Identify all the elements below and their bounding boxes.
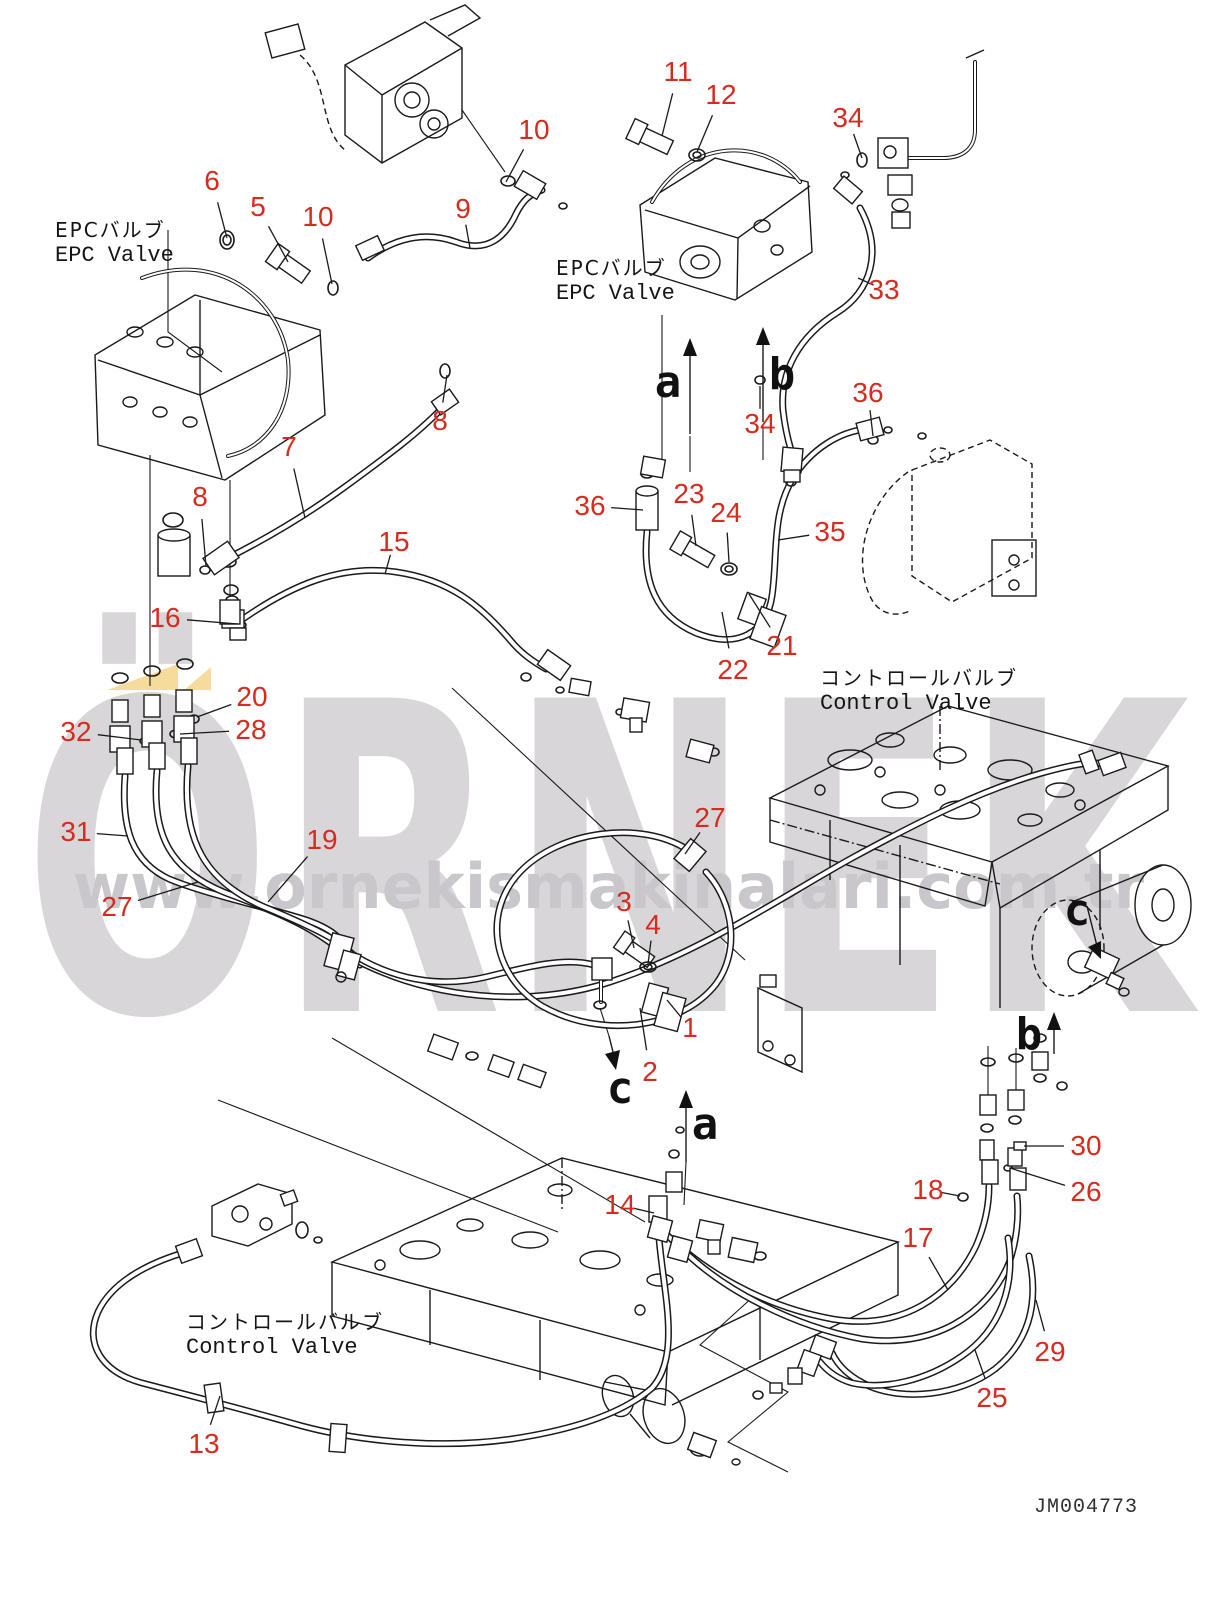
part-number-17: 17	[902, 1222, 934, 1253]
control-valve-label-2: コントロールバルブ Control Valve	[186, 1310, 384, 1361]
section-marker-b: b	[768, 349, 796, 400]
part-number-8: 8	[432, 405, 448, 436]
part-number-11: 11	[663, 56, 693, 87]
control-valve-label-2-en: Control Valve	[186, 1335, 358, 1360]
hoses-group	[93, 190, 1110, 1444]
part-number-18: 18	[912, 1174, 944, 1205]
epc-valve-label-1: EPCバルブ EPC Valve	[55, 218, 174, 269]
section-marker-c: c	[1063, 885, 1091, 936]
part-number-35: 35	[814, 516, 846, 547]
section-marker-a: a	[654, 357, 682, 408]
control-valve-label-1-jp: コントロールバルブ	[820, 666, 1018, 690]
control-valve-label-1: コントロールバルブ Control Valve	[820, 666, 1018, 717]
part-number-13: 13	[188, 1428, 220, 1459]
part-number-14: 14	[604, 1189, 636, 1220]
part-number-27: 27	[101, 891, 133, 922]
part-number-4: 4	[645, 909, 661, 940]
leader-lines-group	[96, 93, 1066, 1426]
part-number-6: 6	[204, 165, 220, 196]
epc-valve-label-2: EPCバルブ EPC Valve	[556, 256, 675, 307]
part-number-23: 23	[673, 478, 705, 509]
divider-lines-group	[149, 230, 1017, 1473]
part-number-36: 36	[852, 377, 884, 408]
section-marker-a: a	[691, 1099, 719, 1150]
part-number-34: 34	[832, 102, 864, 133]
part-number-10: 10	[302, 201, 334, 232]
part-number-20: 20	[236, 681, 268, 712]
part-number-33: 33	[868, 274, 900, 305]
fittings-group	[109, 117, 1127, 1454]
part-number-9: 9	[455, 193, 471, 224]
part-number-27: 27	[694, 802, 726, 833]
part-number-15: 15	[378, 526, 410, 557]
part-number-28: 28	[235, 714, 267, 745]
part-number-22: 22	[717, 654, 749, 685]
part-number-3: 3	[616, 886, 632, 917]
part-number-12: 12	[705, 79, 737, 110]
part-number-5: 5	[250, 191, 266, 222]
epc-valve-label-2-jp: EPCバルブ	[556, 256, 667, 280]
part-number-2: 2	[642, 1056, 658, 1087]
doc-number: JM004773	[1034, 1496, 1139, 1519]
section-marker-c: c	[606, 1063, 634, 1114]
part-number-10: 10	[518, 114, 550, 145]
part-number-24: 24	[710, 497, 742, 528]
part-number-36: 36	[574, 490, 606, 521]
part-number-8: 8	[192, 481, 208, 512]
section-marker-b: b	[1015, 1009, 1043, 1060]
part-number-34: 34	[744, 408, 776, 439]
part-number-26: 26	[1070, 1176, 1102, 1207]
valve-blocks-group	[94, 4, 1192, 1466]
part-number-7: 7	[281, 431, 297, 462]
epc-valve-label-1-en: EPC Valve	[55, 243, 174, 268]
control-valve-label-2-jp: コントロールバルブ	[186, 1310, 384, 1334]
epc-valve-label-2-en: EPC Valve	[556, 281, 675, 306]
epc-valve-label-1-jp: EPCバルブ	[55, 218, 166, 242]
part-number-29: 29	[1034, 1336, 1066, 1367]
part-number-30: 30	[1070, 1130, 1102, 1161]
section-arrows-group	[605, 327, 1101, 1162]
part-number-25: 25	[976, 1382, 1008, 1413]
part-number-16: 16	[149, 602, 181, 633]
part-number-21: 21	[766, 630, 798, 661]
part-number-31: 31	[60, 816, 92, 847]
part-number-19: 19	[306, 824, 338, 855]
control-valve-label-1-en: Control Valve	[820, 691, 992, 716]
part-number-32: 32	[60, 716, 92, 747]
part-number-1: 1	[682, 1012, 698, 1043]
